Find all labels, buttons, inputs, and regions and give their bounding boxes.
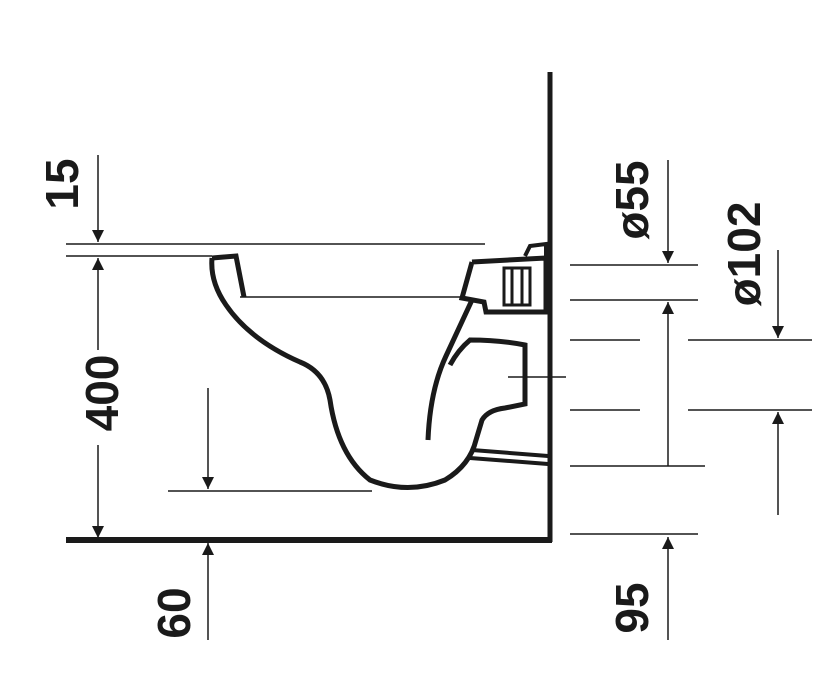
top-bracket (523, 241, 548, 257)
label-400: 400 (76, 355, 128, 432)
right-dimensions (570, 160, 812, 640)
toilet-bowl (209, 241, 566, 490)
label-diameter-55: ø55 (606, 160, 658, 239)
label-60: 60 (148, 587, 200, 638)
dimension-labels: 15 400 60 ø55 ø102 95 (36, 158, 770, 638)
wall-and-floor (66, 72, 553, 543)
left-dimensions (66, 155, 485, 640)
outlet-stub (469, 448, 549, 466)
bowl-rear-top (458, 255, 549, 315)
bowl-outer-outline (209, 257, 528, 490)
label-diameter-102: ø102 (718, 202, 770, 307)
label-95: 95 (606, 582, 658, 633)
inlet-fitting (502, 266, 532, 307)
trap-way (425, 298, 475, 441)
label-15: 15 (36, 158, 88, 209)
bowl-rim (211, 253, 247, 298)
